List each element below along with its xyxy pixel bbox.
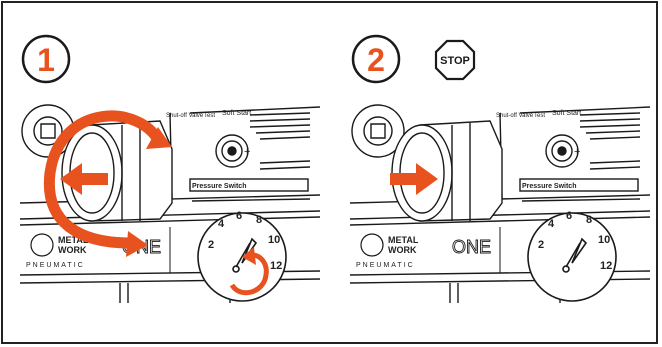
rotate-arrow-dial [229,247,269,296]
svg-text:PNEUMATIC: PNEUMATIC [26,262,85,269]
step-1-panel: 1 [20,33,320,303]
brand-logo: METAL WORK PNEUMATIC ONE [356,227,501,273]
test-label: Test [534,113,545,119]
test-label: Test [204,113,215,119]
svg-text:8: 8 [586,214,592,226]
pressure-switch-label: Pressure Switch [522,183,576,190]
svg-text:10: 10 [598,234,610,246]
svg-text:4: 4 [218,218,225,230]
push-arrow [390,163,438,195]
step-1-illustration: + Shut-off Valve Test Soft Start Pressur… [20,103,320,303]
svg-text:2: 2 [208,239,214,251]
stop-sign-icon: STOP [434,39,476,81]
svg-text:ONE: ONE [452,237,491,257]
step-1-badge: 1 [21,34,71,84]
svg-text:METAL: METAL [58,235,89,245]
softstart-dial [545,134,579,168]
step-1-number: 1 [37,42,55,78]
softstart-label: Soft Start [552,110,581,117]
pressure-switch-label: Pressure Switch [192,183,246,190]
step-2-badge: 2 [351,34,401,84]
svg-text:6: 6 [566,210,572,222]
svg-text:12: 12 [270,260,282,272]
shutoff-label: Shut-off Valve [496,113,534,119]
brand-logo: METAL WORK PNEUMATIC ONE [26,227,171,273]
svg-text:2: 2 [538,239,544,251]
svg-text:4: 4 [548,218,555,230]
stop-text: STOP [440,55,470,67]
svg-text:WORK: WORK [388,245,417,255]
softstart-dial [215,134,249,168]
cartridge-knob [351,104,405,158]
step-2-panel: 2 STOP [350,33,650,303]
push-arrow [60,163,108,195]
pressure-gauge [527,212,617,302]
svg-text:+: + [244,146,250,158]
shutoff-knob [391,120,503,222]
svg-text:10: 10 [268,234,280,246]
step-2-number: 2 [367,42,385,78]
svg-text:6: 6 [236,210,242,222]
rotate-arrow-large [43,110,172,257]
shutoff-label: Shut-off Valve [166,113,204,119]
softstart-label: Soft Start [222,110,251,117]
svg-text:8: 8 [256,214,262,226]
svg-text:WORK: WORK [58,245,87,255]
svg-text:METAL: METAL [388,235,419,245]
svg-text:PNEUMATIC: PNEUMATIC [356,262,415,269]
step-2-illustration: + Shut-off Valve Test Soft Start Pressur… [350,103,650,303]
svg-text:+: + [574,146,580,158]
svg-text:12: 12 [600,260,612,272]
